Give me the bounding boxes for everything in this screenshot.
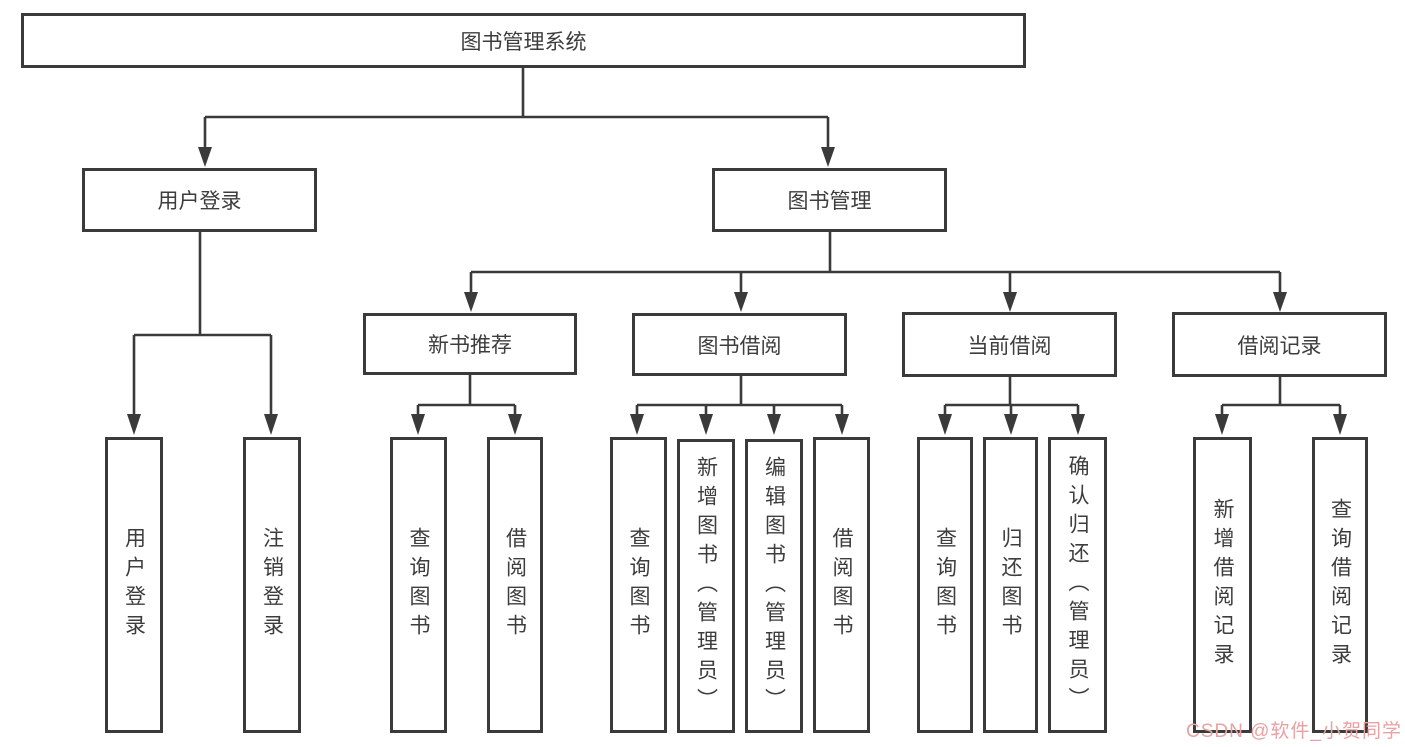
leaf-edit-books-admin: 编辑图书（管理员） bbox=[745, 439, 803, 733]
leaf-borrow-books-recommendation: 借阅图书 bbox=[487, 437, 543, 733]
leaf-logout: 注销登录 bbox=[243, 437, 301, 733]
leaf-confirm-return-admin: 确认归还（管理员） bbox=[1048, 437, 1107, 733]
leaf-query-books-current: 查询图书 bbox=[917, 437, 973, 733]
leaf-return-books: 归还图书 bbox=[983, 437, 1038, 733]
node-new-book-recommendation: 新书推荐 bbox=[363, 313, 577, 375]
node-book-borrowing: 图书借阅 bbox=[632, 313, 847, 376]
leaf-add-books-admin: 新增图书（管理员） bbox=[677, 439, 735, 733]
node-library-management-system: 图书管理系统 bbox=[21, 13, 1026, 68]
leaf-user-login: 用户登录 bbox=[105, 437, 163, 733]
node-current-borrowing: 当前借阅 bbox=[902, 312, 1117, 377]
node-borrowing-records: 借阅记录 bbox=[1172, 312, 1387, 377]
arrowheads bbox=[127, 147, 1347, 435]
leaf-query-books-borrowing: 查询图书 bbox=[610, 437, 667, 733]
leaf-query-borrow-record: 查询借阅记录 bbox=[1312, 437, 1368, 733]
node-user-login: 用户登录 bbox=[82, 168, 317, 232]
leaf-add-borrow-record: 新增借阅记录 bbox=[1193, 437, 1252, 733]
leaf-query-books-recommendation: 查询图书 bbox=[390, 437, 447, 733]
csdn-watermark: CSDN @软件_小贺同学 bbox=[1186, 721, 1402, 742]
leaf-borrow-books-borrowing: 借阅图书 bbox=[813, 437, 870, 733]
node-book-management: 图书管理 bbox=[712, 168, 947, 232]
